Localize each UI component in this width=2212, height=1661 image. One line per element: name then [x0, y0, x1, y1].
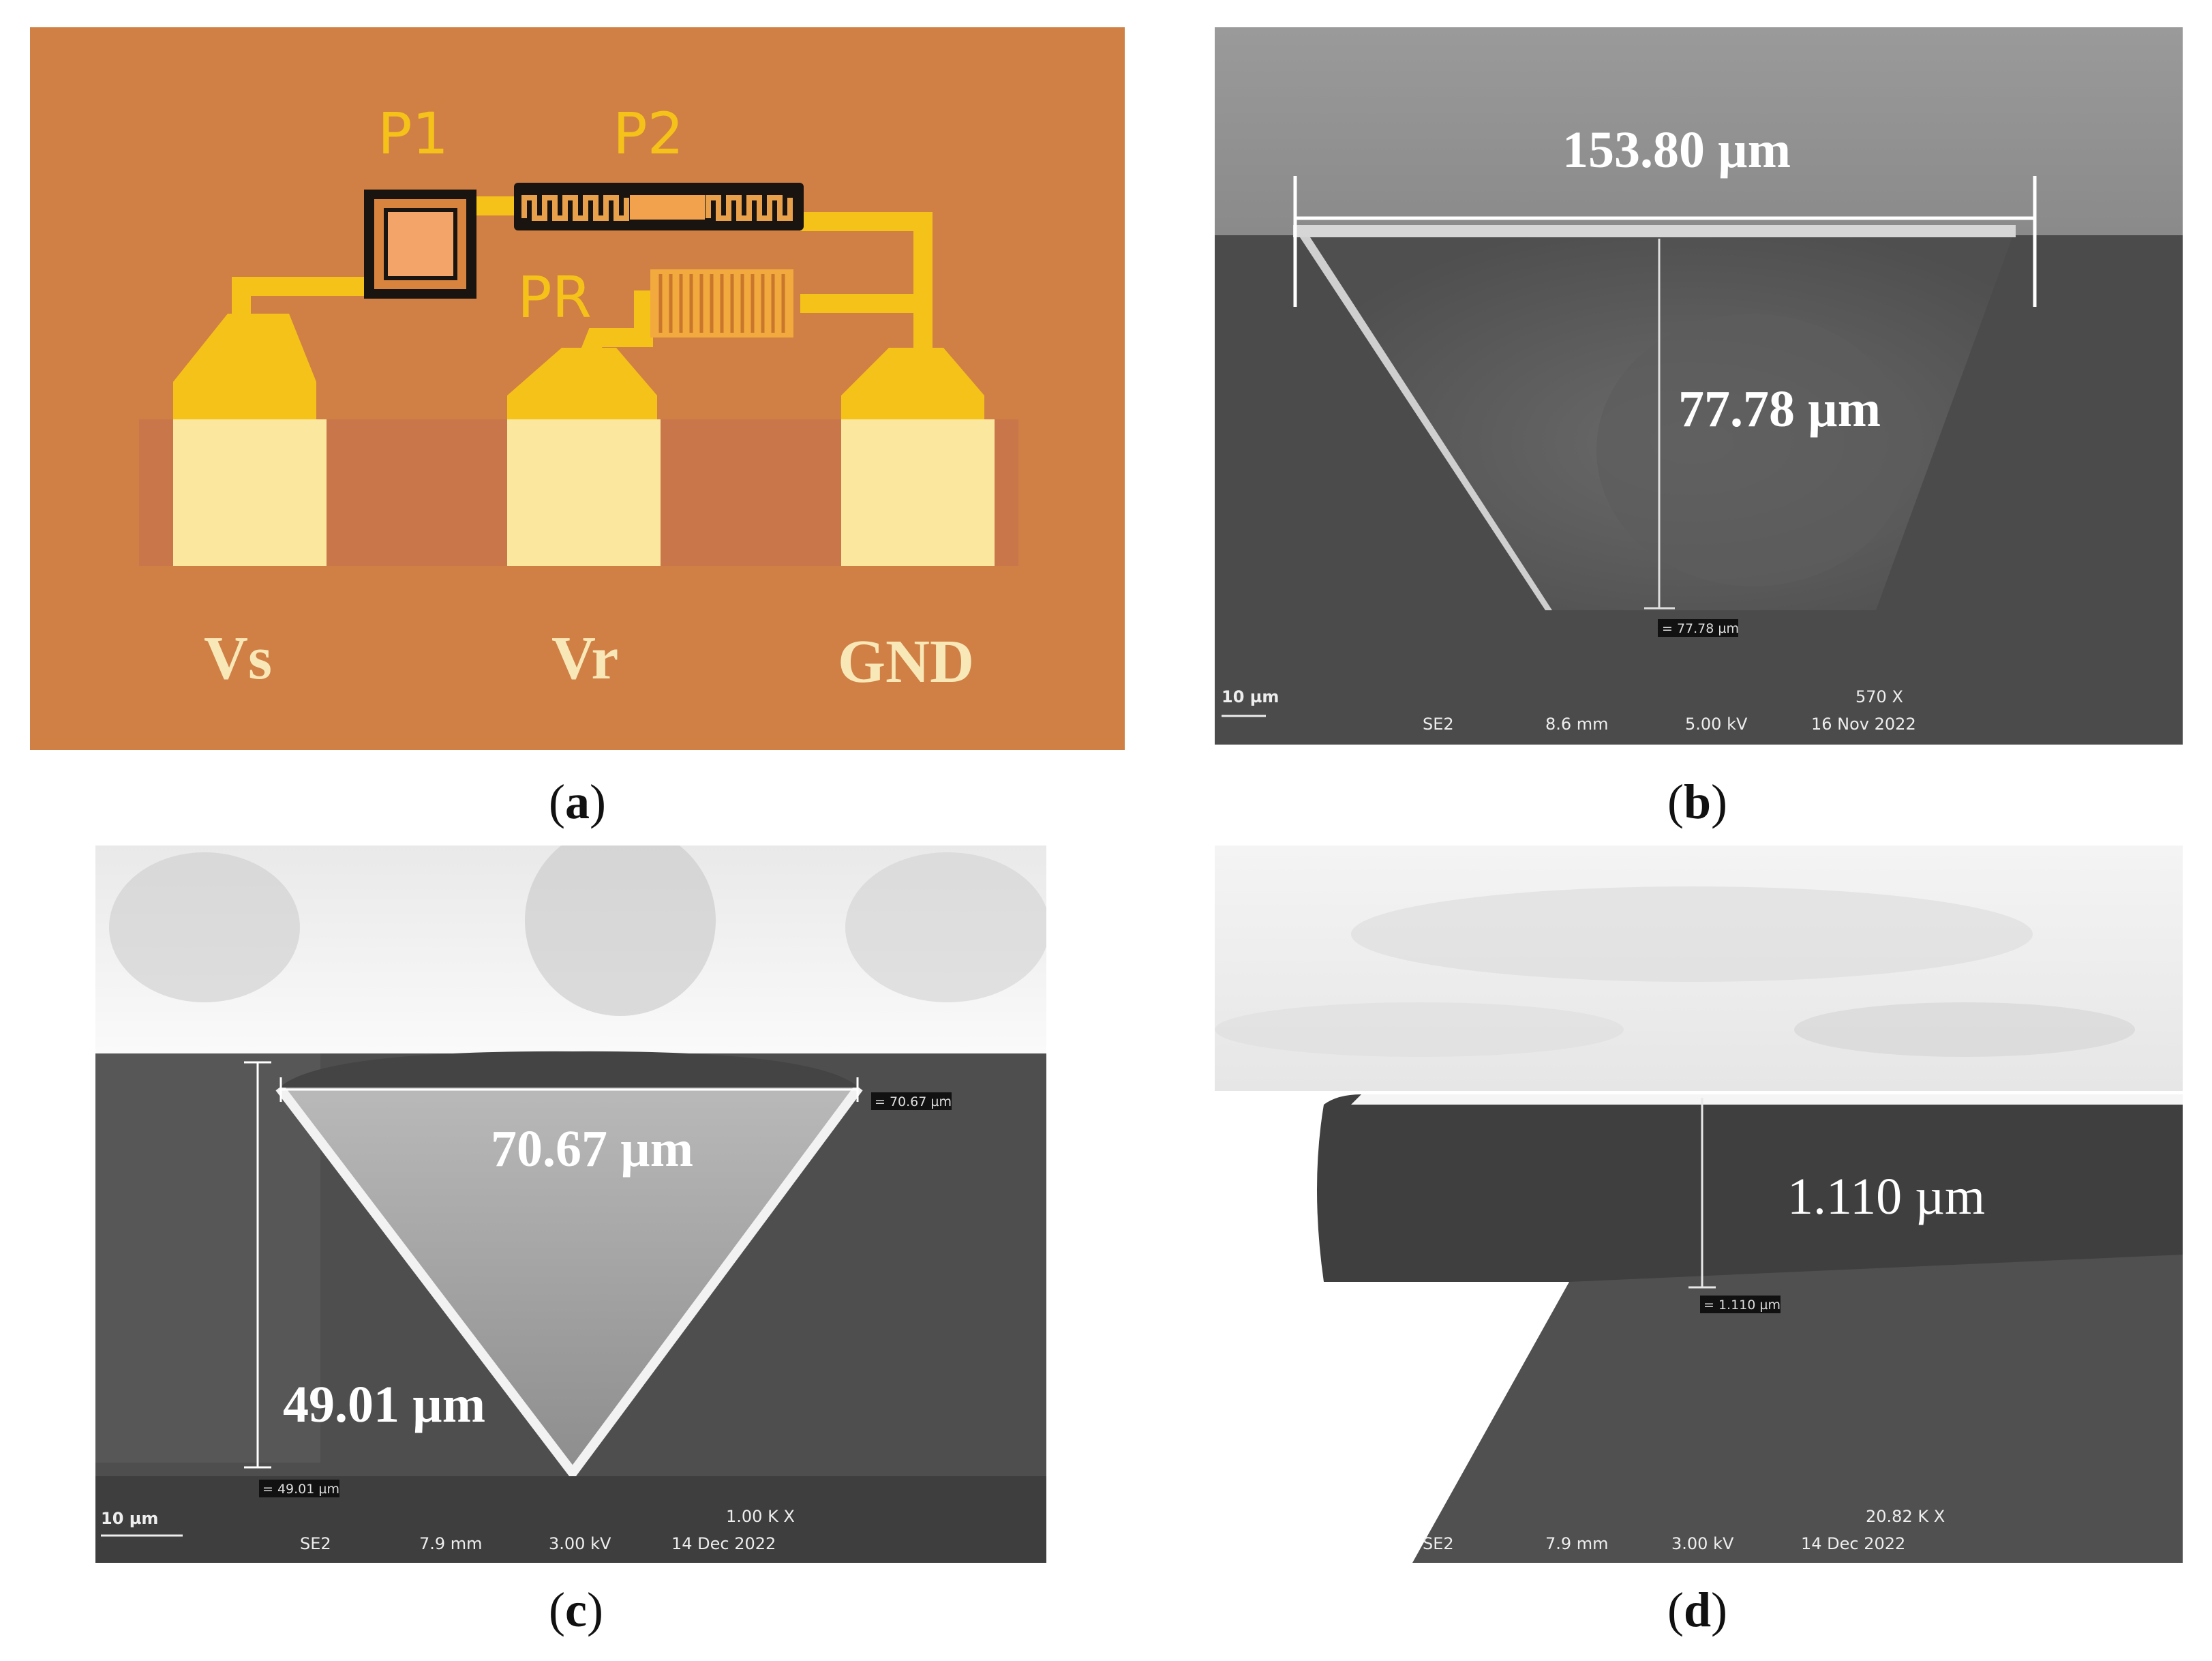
- info-mag: 20.82 K X: [1866, 1507, 1945, 1526]
- info-date: 16 Nov 2022: [1811, 715, 1916, 734]
- info-date: 14 Dec 2022: [671, 1534, 776, 1553]
- scale-bar-label: 10 µm: [101, 1509, 158, 1528]
- info-mag: 570 X: [1855, 687, 1903, 706]
- info-mode: SE2: [300, 1534, 331, 1553]
- label-pr: PR: [517, 264, 592, 331]
- sem-image-d: 1.110 µm = 1.110 µm SE2 7.9 mm 3.00 kV 1…: [1215, 846, 2183, 1563]
- width-measure-line: [1293, 176, 2037, 307]
- caption-b: (b): [1667, 775, 1727, 829]
- info-mode: SE2: [1423, 715, 1454, 734]
- depth-label: 77.78 µm: [1678, 380, 1881, 438]
- width-label: 153.80 µm: [1562, 121, 1791, 179]
- caption-a: (a): [549, 775, 606, 829]
- pad-vs: [173, 314, 327, 566]
- v-groove: [279, 1088, 859, 1473]
- caption-c: (c): [549, 1583, 603, 1637]
- chip-layout-image: P1 P2 PR Vs Vr GND: [30, 27, 1125, 750]
- caption-d: (d): [1667, 1583, 1727, 1637]
- sensor-pr: [650, 269, 793, 338]
- thickness-tag: = 1.110 µm: [1703, 1298, 1781, 1313]
- traces: [232, 196, 933, 359]
- width-measure-line: [279, 1077, 859, 1102]
- sensor-p2: [514, 183, 804, 230]
- width-label: 70.67 µm: [491, 1120, 693, 1178]
- membrane-layer: [1317, 1094, 2183, 1282]
- heater-p1: [364, 190, 476, 299]
- substrate: [1412, 1255, 2183, 1563]
- depth-tag: = 77.78 µm: [1662, 621, 1739, 636]
- info-wd: 7.9 mm: [419, 1534, 483, 1553]
- width-tag: = 70.67 µm: [875, 1094, 952, 1109]
- thickness-label: 1.110 µm: [1787, 1168, 1985, 1225]
- panel-d-sem-membrane: 1.110 µm = 1.110 µm SE2 7.9 mm 3.00 kV 1…: [1215, 846, 2183, 1563]
- info-wd: 7.9 mm: [1545, 1534, 1609, 1553]
- sem-image-b: 153.80 µm 77.78 µm = 77.78 µm 10 µm SE2 …: [1215, 27, 2183, 745]
- pad-gnd: [841, 348, 995, 566]
- info-mag: 1.00 K X: [726, 1507, 795, 1526]
- depth-label: 49.01 µm: [283, 1376, 485, 1433]
- sem-image-c: 70.67 µm 49.01 µm = 70.67 µm = 49.01 µm …: [95, 846, 1046, 1563]
- info-wd: 8.6 mm: [1545, 715, 1609, 734]
- panel-c-sem-vgroove: 70.67 µm 49.01 µm = 70.67 µm = 49.01 µm …: [95, 846, 1046, 1563]
- depth-measure-line: [1644, 239, 1675, 610]
- panel-a-chip-photo: P1 P2 PR Vs Vr GND: [30, 27, 1125, 750]
- label-vs: Vs: [204, 625, 272, 692]
- info-date: 14 Dec 2022: [1801, 1534, 1905, 1553]
- info-mode: SE2: [1423, 1534, 1454, 1553]
- info-kv: 3.00 kV: [549, 1534, 611, 1553]
- label-p2: P2: [613, 100, 684, 167]
- panel-b-sem-trapezoid: 153.80 µm 77.78 µm = 77.78 µm 10 µm SE2 …: [1215, 27, 2183, 745]
- info-kv: 5.00 kV: [1685, 715, 1748, 734]
- label-gnd: GND: [838, 628, 974, 695]
- info-kv: 3.00 kV: [1671, 1534, 1734, 1553]
- thickness-measure-line: [1688, 1098, 1716, 1289]
- depth-tag: = 49.01 µm: [262, 1482, 339, 1497]
- label-p1: P1: [378, 100, 449, 167]
- scale-bar-label: 10 µm: [1222, 687, 1279, 706]
- depth-measure-line: [244, 1061, 271, 1469]
- pad-vr: [507, 348, 661, 566]
- label-vr: Vr: [551, 625, 618, 692]
